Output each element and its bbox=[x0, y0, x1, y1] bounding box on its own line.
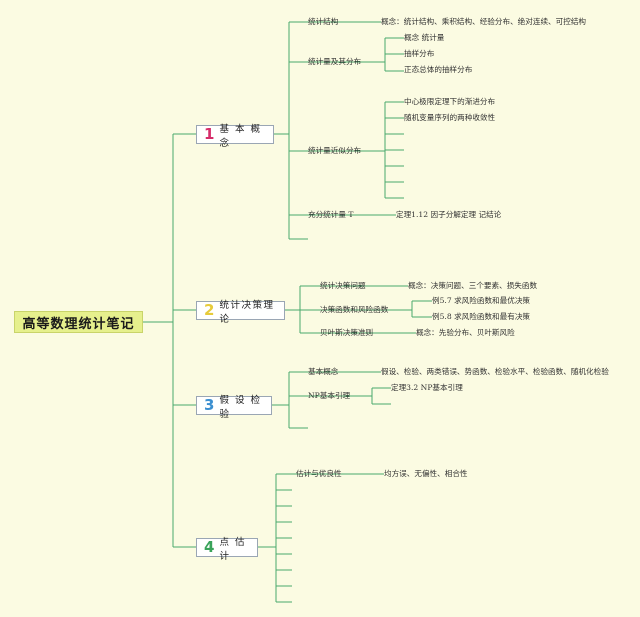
branch-1-topic[interactable]: 1 基 本 概 念 bbox=[196, 124, 274, 149]
b3-sub1-leaf1[interactable]: 假设、检验、两类错误、势函数、检验水平、检验函数、随机化检验 bbox=[381, 367, 609, 376]
branch-1-label: 基 本 概 念 bbox=[219, 123, 262, 149]
b2-sub1-leaf1[interactable]: 概念：决策问题、三个要素、损失函数 bbox=[408, 281, 538, 290]
b2-sub3-leaf1[interactable]: 概念：先验分布、贝叶斯风险 bbox=[416, 328, 515, 337]
b3-sub2-label[interactable]: NP基本引理 bbox=[308, 391, 351, 400]
branch-3-topic[interactable]: 3 假 设 检 验 bbox=[196, 395, 272, 420]
b1-sub1-label[interactable]: 统计结构 bbox=[308, 17, 339, 26]
branch-2-topic[interactable]: 2 统计决策理论 bbox=[196, 300, 285, 325]
b1-sub4-leaf1[interactable]: 定理1.12 因子分解定理 记结论 bbox=[396, 210, 502, 219]
b2-sub2-leaf2[interactable]: 例5.8 求风险函数和最有决策 bbox=[432, 312, 531, 321]
branch-2-label: 统计决策理论 bbox=[219, 299, 275, 325]
b1-sub2-leaf3[interactable]: 正态总体的抽样分布 bbox=[404, 65, 473, 74]
b1-sub3-label[interactable]: 统计量近似分布 bbox=[308, 146, 362, 155]
branch-4-label: 点 估 计 bbox=[219, 536, 246, 562]
branch-4-number: 4 bbox=[204, 538, 215, 556]
branch-1-number: 1 bbox=[204, 125, 215, 143]
b3-sub2-leaf1[interactable]: 定理3.2 NP基本引理 bbox=[391, 383, 463, 392]
b4-sub1-leaf1[interactable]: 均方误、无偏性、相合性 bbox=[384, 469, 468, 478]
branch-3-number: 3 bbox=[204, 396, 215, 414]
branch-4-topic[interactable]: 4 点 估 计 bbox=[196, 537, 258, 562]
b1-sub2-leaf1[interactable]: 概念 统计量 bbox=[404, 33, 445, 42]
b1-sub4-label[interactable]: 充分统计量 T bbox=[308, 210, 354, 219]
b1-sub3-leaf1[interactable]: 中心极限定理下的渐进分布 bbox=[404, 97, 496, 106]
b1-sub2-leaf2[interactable]: 抽样分布 bbox=[404, 49, 435, 58]
root-topic[interactable]: 高等数理统计笔记 bbox=[14, 311, 143, 333]
b1-sub1-leaf1[interactable]: 概念：统计结构、乘积结构、经验分布、绝对连续、可控结构 bbox=[381, 17, 587, 26]
b2-sub2-label[interactable]: 决策函数和风险函数 bbox=[320, 305, 389, 314]
b2-sub1-label[interactable]: 统计决策问题 bbox=[320, 281, 366, 290]
branch-2-number: 2 bbox=[204, 301, 215, 319]
b3-sub1-label[interactable]: 基本概念 bbox=[308, 367, 339, 376]
b4-sub1-label[interactable]: 估计与优良性 bbox=[296, 469, 342, 478]
b1-sub3-leaf2[interactable]: 随机变量序列的两种收敛性 bbox=[404, 113, 496, 122]
branch-3-label: 假 设 检 验 bbox=[219, 394, 262, 420]
b2-sub2-leaf1[interactable]: 例5.7 求风险函数和最优决策 bbox=[432, 296, 531, 305]
b2-sub3-label[interactable]: 贝叶斯决策准则 bbox=[320, 328, 374, 337]
b1-sub2-label[interactable]: 统计量及其分布 bbox=[308, 57, 362, 66]
